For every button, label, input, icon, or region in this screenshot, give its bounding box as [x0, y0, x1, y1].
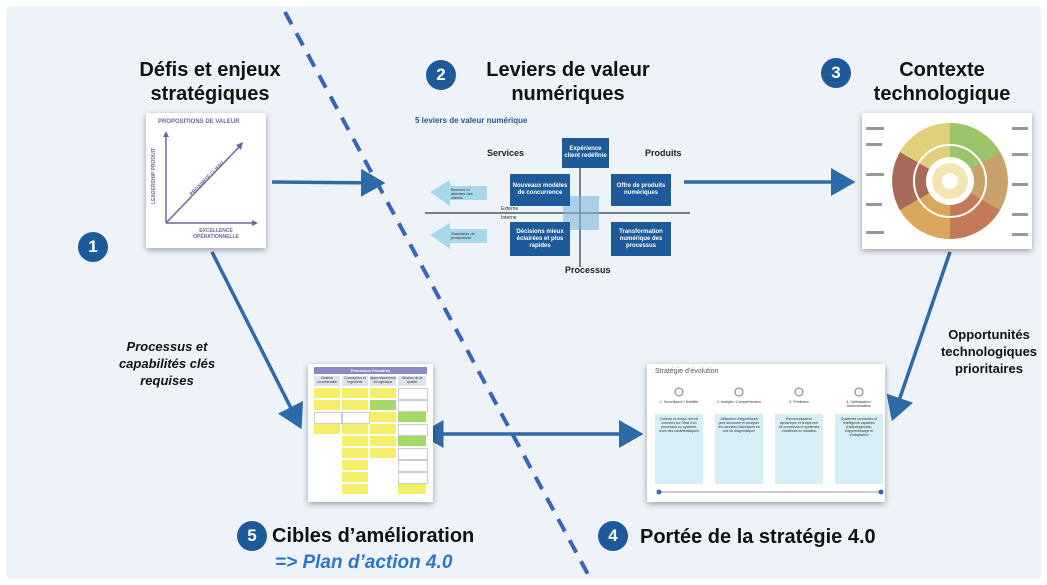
levier-nouveaux-modeles: Nouveaux modèles de concurrence [510, 174, 570, 206]
cibles-col-4: Gestion de la qualité [398, 376, 426, 386]
leviers-heading: 5 leviers de valeur numérique [415, 116, 528, 125]
cibles-col-2: Conception et ingénierie [342, 376, 368, 386]
valeur-y-axis: LEADERSHIP PRODUIT [151, 147, 157, 204]
leviers-arrow-down-label: Standards de productivité [451, 231, 475, 240]
strategie-step-4-text: Systèmes connectés et intelligents capab… [835, 414, 883, 484]
strategie-step-3-text: Reconnaissance dynamique et temps réel d… [775, 414, 823, 484]
strategie-step-4-label: 4. Optimisation / Autonomisation [846, 400, 872, 408]
leviers-interne: Interne [501, 215, 517, 221]
dashed-divider [283, 11, 592, 579]
title-portee: Portée de la stratégie 4.0 [640, 526, 876, 548]
arrow-3-to-4 [886, 251, 952, 422]
title-cibles: Cibles d’amélioration [272, 525, 475, 547]
leviers-processus: Processus [565, 265, 611, 275]
title-contexte: Contexte technologique [873, 59, 1011, 105]
cibles-col-1: Gestion commerciale [314, 376, 340, 386]
cibles-heading: Processus Primaires [314, 367, 427, 374]
levier-experience-client: Expérience client redéfinie [562, 138, 609, 168]
step-number-4: 4 [598, 521, 628, 551]
step-number-5: 5 [237, 521, 267, 551]
strategie-thumbnail: Stratégie d’évolution 1. Surveillance / … [647, 364, 885, 502]
strategie-heading: Stratégie d’évolution [655, 368, 719, 375]
valeur-axes [163, 131, 258, 226]
contexte-thumbnail [862, 113, 1032, 249]
cibles-col-3: Approvisionnement et logistique [370, 376, 396, 386]
strategie-step-2-label: 2. Analyse / Compréhension [717, 400, 761, 404]
arrow-1-to-2 [271, 168, 386, 197]
strategie-step-2-text: Utilisation d’algorithmes pour structure… [715, 414, 763, 484]
strategie-step-1-label: 1. Surveillance / visibilité [659, 400, 699, 404]
levier-offre-produits: Offre de produits numériques [611, 174, 671, 206]
step-number-1: 1 [78, 232, 108, 262]
step-number-2: 2 [426, 60, 456, 90]
levier-transformation: Transformation numérique des processus [611, 222, 671, 256]
step-number-3: 3 [821, 58, 851, 88]
levier-decisions: Décisions mieux éclairées et plus rapide… [510, 222, 570, 256]
tech-wheel [866, 123, 1028, 239]
leviers-diagram: 5 leviers de valeur numérique Services P… [405, 112, 695, 282]
leviers-axes [425, 152, 690, 267]
label-processus-capabilites: Processus et capabilités clés requises [118, 339, 216, 388]
label-opportunites: Opportunités technologiques prioritaires [940, 327, 1038, 376]
arrow-1-to-5 [210, 251, 304, 430]
title-plan-action: => Plan d’action 4.0 [275, 552, 453, 573]
strategie-icons [656, 387, 884, 495]
leviers-arrow-up-label: Besoins et attentes des clients [451, 187, 473, 200]
valeur-thumbnail: PROPOSITIONS DE VALEUR LEADERSHIP PRODUI… [146, 113, 266, 248]
valeur-x-axis: EXCELLENCE OPÉRATIONNELLE [193, 228, 239, 240]
leviers-services: Services [487, 148, 525, 158]
strategie-step-3-label: 3. Prédiction [789, 400, 809, 404]
cibles-thumbnail: Processus Primaires Gestion commerciale … [308, 364, 433, 502]
title-defis: Défis et enjeux stratégiques [139, 59, 281, 105]
leviers-externe: Externe [501, 206, 519, 212]
title-leviers: Leviers de valeur numériques [486, 59, 650, 105]
valeur-heading: PROPOSITIONS DE VALEUR [158, 119, 240, 125]
leviers-produits: Produits [645, 148, 682, 158]
strategie-step-1-text: Collecte et temps réel de données sur l’… [655, 414, 703, 484]
